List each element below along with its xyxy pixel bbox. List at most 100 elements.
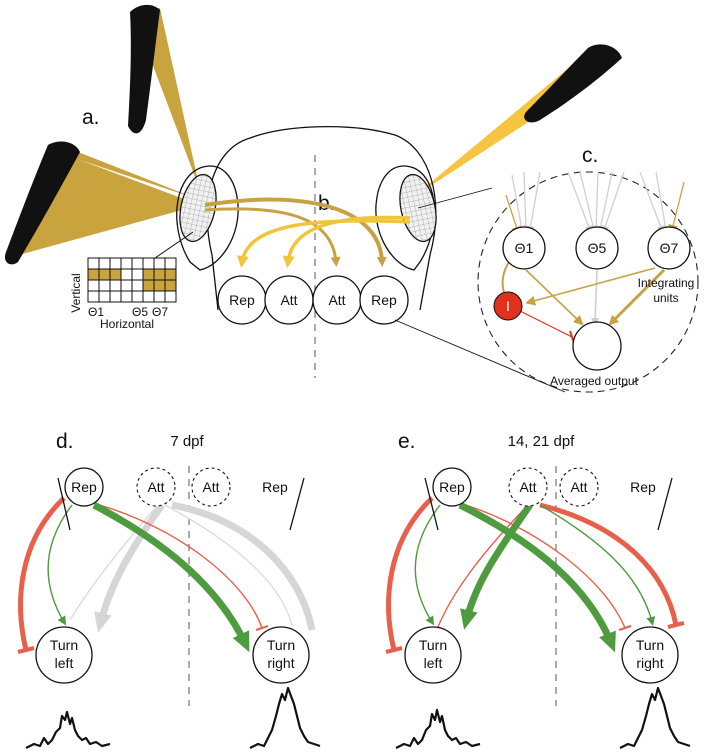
e-trace-left — [395, 708, 481, 749]
e-rep-to-turn-right-inhib — [465, 504, 626, 629]
d-node-att-right: Att — [191, 467, 231, 507]
panel-e-title: 14, 21 dpf — [508, 433, 576, 450]
zoom-circle — [477, 171, 699, 393]
left-retina — [179, 173, 217, 243]
d-trace-left — [25, 710, 111, 749]
grid-cell — [98, 257, 111, 270]
grid-cell — [87, 279, 100, 292]
grid-cell — [142, 290, 155, 303]
d-att-right-to-turn-right — [171, 501, 316, 631]
node-att-right-b: Att — [312, 275, 362, 325]
d-att-left-thin-left — [69, 504, 159, 621]
svg-text:Turn: Turn — [636, 637, 664, 653]
d-node-att-left: Att — [136, 467, 176, 507]
panel-d: d. 7 dpf Rep Att Att Rep — [17, 430, 321, 749]
e-att-right-to-turn-right-inhib — [539, 502, 679, 626]
theta7-to-inhibitory — [525, 267, 656, 306]
svg-text:Att: Att — [147, 479, 164, 495]
grid-cell — [153, 279, 166, 292]
d-eye-bar-right — [289, 477, 305, 531]
svg-text:right: right — [636, 655, 663, 671]
grid-tick-theta1: Θ1 — [88, 305, 104, 319]
svg-text:left: left — [55, 655, 74, 671]
unit-theta7: Θ7 — [647, 226, 691, 270]
svg-text:Turn: Turn — [50, 637, 78, 653]
d-rep-to-turn-right-inhib — [99, 504, 263, 629]
d-att-left-to-turn-right — [164, 504, 293, 626]
zoom-connector-bottom — [394, 319, 566, 393]
theta7-to-output — [608, 268, 666, 326]
grid-cell — [87, 268, 100, 281]
grid-cell — [120, 257, 133, 270]
e-node-turn-right: Turn right — [621, 626, 679, 684]
receptive-field-grid — [87, 257, 177, 303]
left-eye-outline — [176, 165, 239, 271]
e-inhib-bar-left — [385, 646, 403, 654]
svg-text:Att: Att — [328, 292, 345, 308]
svg-text:Rep: Rep — [439, 479, 465, 495]
stimulus-cone-left — [50, 150, 200, 200]
projection-left-to-att — [204, 207, 341, 267]
e-rep-to-turn-left-exc — [414, 504, 441, 626]
grid-cell — [98, 279, 111, 292]
svg-text:Att: Att — [519, 479, 536, 495]
e-eye-bar-right — [657, 477, 673, 531]
averaged-output-label: Averaged output — [550, 374, 639, 388]
e-node-att-left: Att — [508, 467, 548, 507]
integrating-units-label-1: Integrating — [638, 276, 695, 290]
d-node-rep-left: Rep — [64, 467, 104, 507]
grid-cell — [120, 268, 133, 281]
dark-stimulus-top — [128, 4, 160, 134]
grid-cell — [109, 290, 122, 303]
svg-text:Turn: Turn — [419, 637, 447, 653]
grid-cell — [153, 290, 166, 303]
grid-tick-theta5: Θ5 — [132, 305, 148, 319]
panel-label-c: c. — [582, 144, 598, 167]
converging-inputs — [505, 171, 685, 237]
svg-text:Rep: Rep — [630, 479, 656, 495]
grid-cell — [164, 268, 177, 281]
grid-cell — [109, 279, 122, 292]
grid-axis-horizontal: Horizontal — [100, 317, 154, 331]
unit-theta5: Θ5 — [575, 226, 619, 270]
grid-cell — [87, 257, 100, 270]
unit-theta1: Θ1 — [502, 226, 546, 270]
e-att-to-turn-left-exc — [460, 502, 533, 630]
grid-cell — [142, 257, 155, 270]
svg-text:Rep: Rep — [262, 479, 288, 495]
d-node-turn-right: Turn right — [252, 626, 310, 684]
d-node-rep-right: Rep — [255, 467, 295, 507]
e-node-turn-left: Turn left — [404, 626, 462, 684]
grid-cell — [164, 290, 177, 303]
inhibitory-to-output — [519, 310, 573, 338]
panel-label-a: a. — [82, 106, 100, 129]
dark-stimulus-left — [4, 141, 80, 265]
e-att-to-turn-left-inhib — [435, 504, 529, 633]
d-eye-bar-left — [57, 477, 71, 531]
svg-text:right: right — [267, 655, 294, 671]
projection-right-to-rep — [236, 219, 411, 268]
grid-cell — [109, 257, 122, 270]
svg-text:Rep: Rep — [229, 292, 255, 308]
grid-cell — [131, 268, 144, 281]
grid-cell — [142, 268, 155, 281]
grid-cell — [120, 279, 133, 292]
grid-cell — [153, 268, 166, 281]
e-node-rep-right: Rep — [623, 467, 663, 507]
svg-text:I: I — [506, 298, 510, 314]
e-inhib-bar-right — [667, 621, 685, 629]
panel-label-d: d. — [56, 430, 74, 453]
d-rep-to-turn-left-inhib — [18, 496, 66, 651]
svg-text:Θ5: Θ5 — [588, 240, 607, 256]
svg-text:Att: Att — [202, 479, 219, 495]
e-node-att-right: Att — [559, 467, 599, 507]
e-eye-bar-left — [424, 477, 439, 531]
svg-text:Att: Att — [570, 479, 587, 495]
svg-text:Att: Att — [280, 292, 297, 308]
d-rep-to-turn-left-exc — [47, 504, 73, 626]
grid-cell — [131, 290, 144, 303]
projection-left-to-rep — [204, 197, 387, 267]
e-rep-to-turn-right-exc — [458, 501, 616, 653]
grid-cell — [98, 268, 111, 281]
